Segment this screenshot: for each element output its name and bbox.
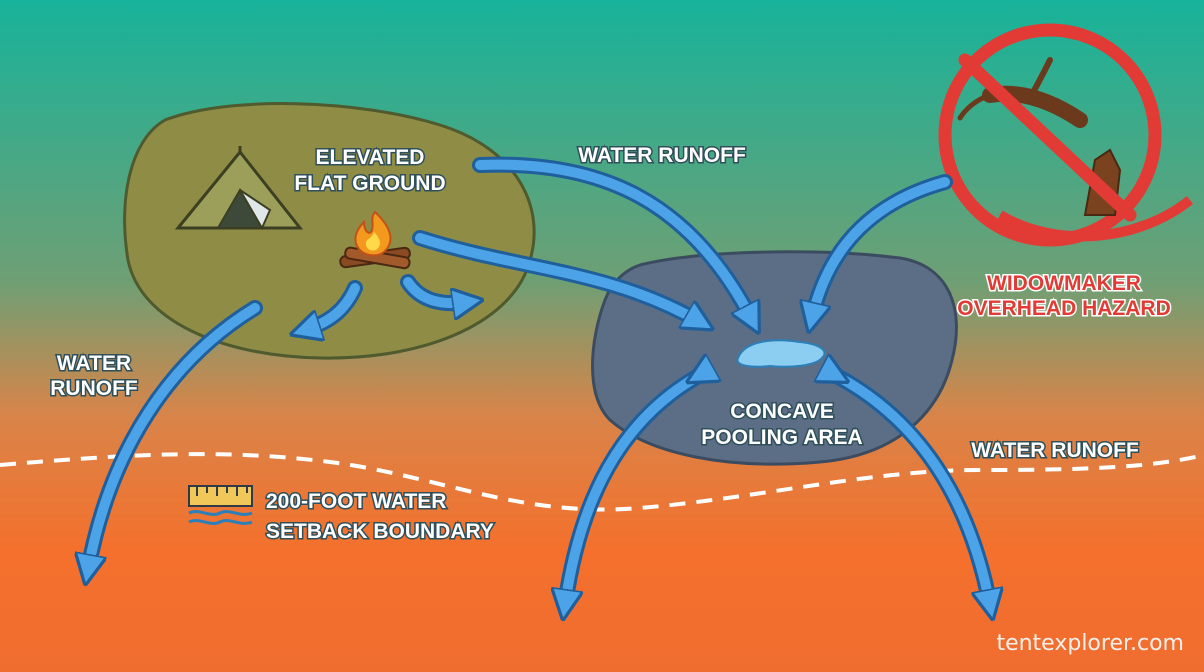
arrow-hill-to-pool-lower [412, 230, 700, 322]
label-setback-line-2: SETBACK BOUNDARY [266, 520, 494, 543]
tent-icon [174, 146, 304, 231]
label-runoff-left-line-2: RUNOFF [50, 377, 138, 400]
campfire-icon [339, 210, 411, 270]
label-concave-line-1: CONCAVE [730, 400, 833, 423]
arrow-pool-double-right [835, 375, 990, 605]
arrow-hill-to-pool-upper [472, 156, 752, 320]
label-runoff-left-line-1: WATER [57, 352, 131, 375]
runoff-arrows [88, 156, 990, 605]
setback-boundary-line [0, 452, 1204, 512]
arrow-small-down [305, 280, 363, 330]
widowmaker-hazard-icon [938, 23, 1194, 247]
arrow-hill-to-left [88, 300, 263, 570]
label-runoff-top: WATER RUNOFF [578, 144, 746, 167]
label-runoff-right: WATER RUNOFF [971, 439, 1139, 462]
watermark: tentexplorer.com [996, 631, 1184, 656]
label-concave-line-2: POOLING AREA [701, 426, 862, 449]
label-elevated-line-1: ELEVATED [316, 146, 425, 169]
ruler-water-icon [188, 485, 253, 525]
arrow-pool-double-left [565, 375, 700, 605]
label-elevated-line-2: FLAT GROUND [294, 172, 445, 195]
label-widowmaker-line-1: WIDOWMAKER [987, 272, 1141, 295]
label-setback-line-1: 200-FOOT WATER [266, 490, 446, 513]
label-widowmaker-line-2: OVERHEAD HAZARD [957, 297, 1171, 320]
arrow-hazard-to-pool [812, 174, 953, 318]
arrow-small-right [400, 274, 468, 303]
